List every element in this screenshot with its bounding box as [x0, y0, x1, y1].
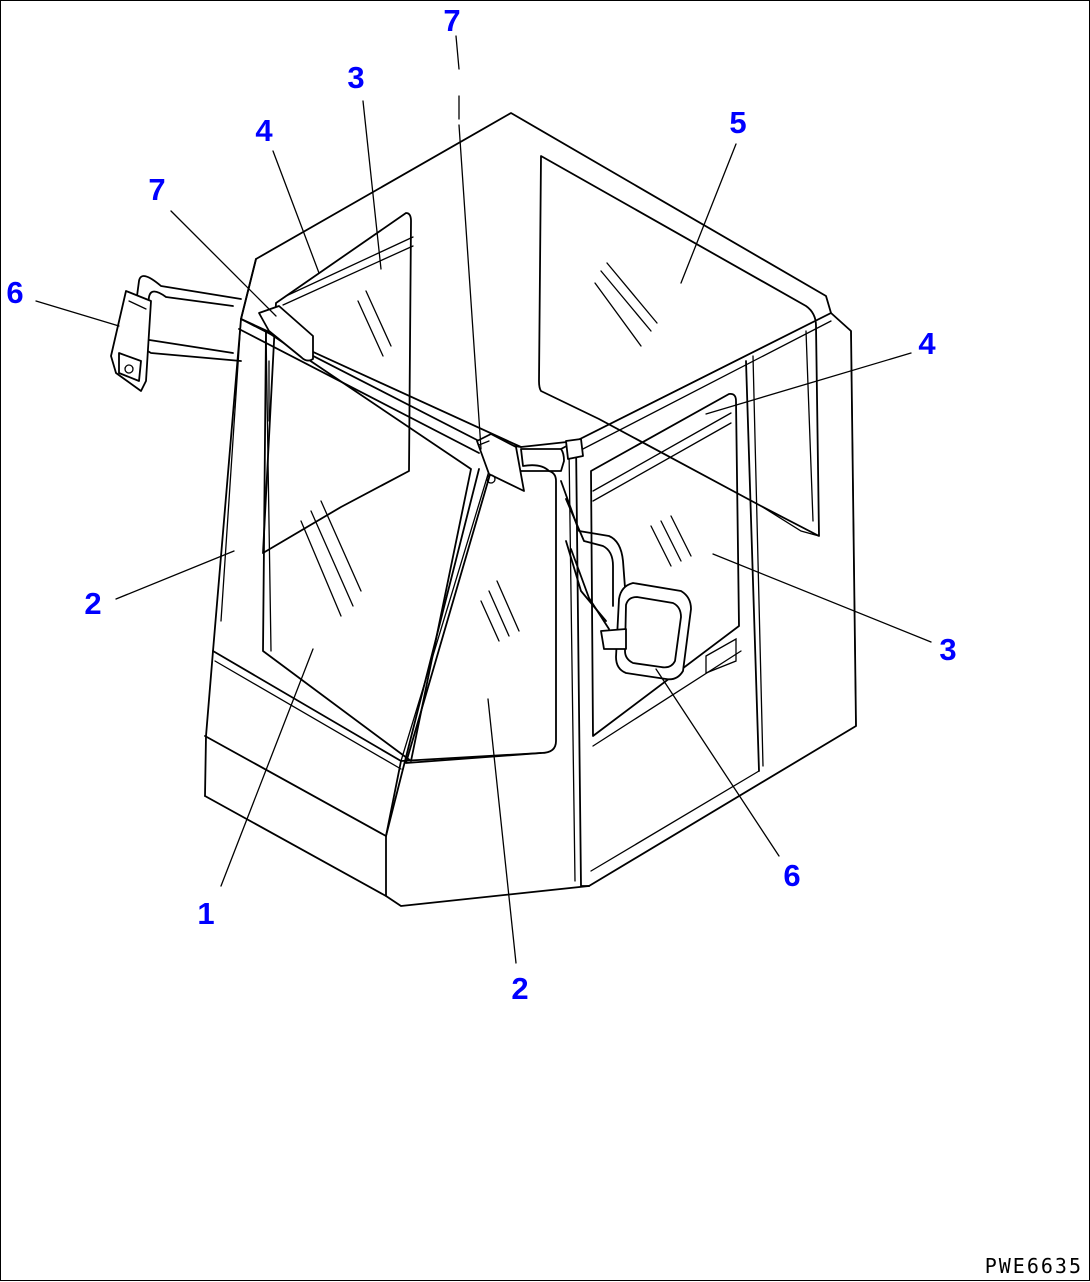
callout-4-right: 4 [918, 326, 936, 361]
drawing-code: PWE6635 [984, 1254, 1083, 1278]
callout-labels: 7 3 4 5 7 6 4 2 3 6 1 2 [6, 3, 956, 1006]
leader-lines [35, 35, 932, 964]
rear-right-window [760, 330, 820, 537]
callout-2-bottom: 2 [511, 971, 528, 1006]
callout-5: 5 [729, 105, 746, 140]
door-windows [590, 392, 742, 747]
callout-1: 1 [197, 896, 214, 931]
windshield-1 [262, 330, 472, 762]
front-right-window-2 [405, 470, 557, 764]
cab-body [204, 112, 857, 907]
callout-2-left: 2 [84, 586, 101, 621]
left-mirror-6 [110, 275, 242, 392]
callout-6-right: 6 [783, 858, 800, 893]
callout-7-top: 7 [443, 3, 460, 38]
right-mirror-6 [560, 480, 692, 681]
callout-4-left: 4 [255, 113, 273, 148]
callout-6-left: 6 [6, 275, 23, 310]
left-side-frame [265, 330, 272, 652]
roof-window-5 [538, 155, 820, 537]
callout-3-right: 3 [939, 632, 956, 667]
gutter-strip-7 [238, 305, 584, 492]
left-upper-window-3 [262, 212, 414, 554]
callout-7-left: 7 [148, 172, 165, 207]
callout-3-left: 3 [347, 60, 364, 95]
